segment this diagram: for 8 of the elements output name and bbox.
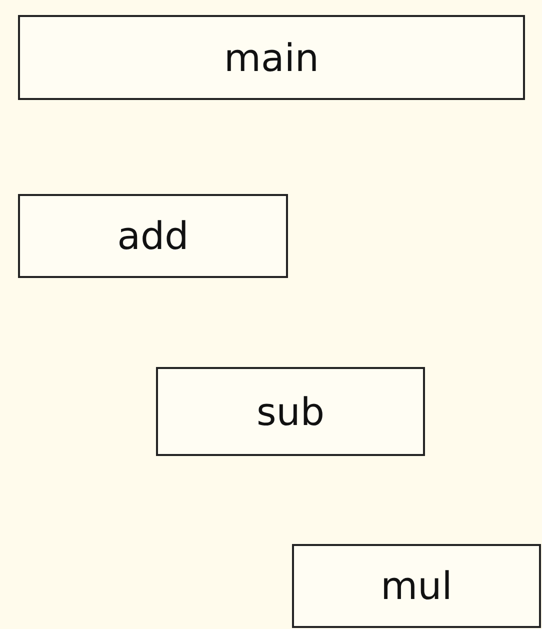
function-name: add xyxy=(117,217,189,255)
function-name: main xyxy=(224,38,319,76)
function-box xyxy=(292,544,541,628)
function-name: mul xyxy=(380,567,452,605)
function-name: sub xyxy=(256,392,324,430)
function-box xyxy=(18,194,288,278)
function-box xyxy=(18,15,525,100)
function-box xyxy=(156,367,425,456)
